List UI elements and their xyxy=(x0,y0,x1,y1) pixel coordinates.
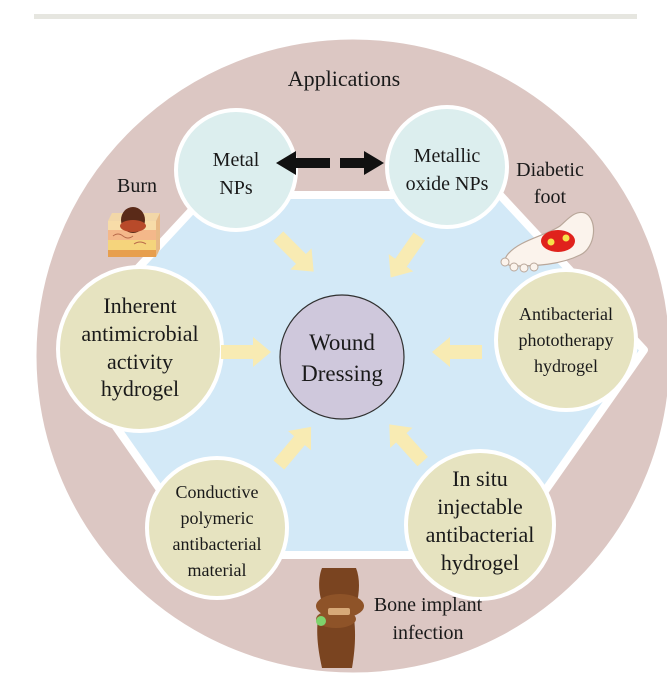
node-conductive-line-3: antibacterial xyxy=(173,534,262,554)
node-in-situ-line-4: hydrogel xyxy=(441,550,519,575)
node-conductive-line-1: Conductive xyxy=(176,482,259,502)
center-line-2: Dressing xyxy=(301,361,383,386)
ring-title: Applications xyxy=(288,66,400,91)
node-metal-nps-line-1: Metal xyxy=(213,149,260,171)
label-bone-implant-line-1: Bone implant xyxy=(374,594,483,616)
arrow-from-conductive-icon xyxy=(273,426,312,470)
node-inherent-line-3: activity xyxy=(107,349,173,374)
label-diabetic-foot-line-2: foot xyxy=(534,186,567,208)
node-metal-nps-line-2: NPs xyxy=(219,177,253,199)
label-diabetic-foot-line-1: Diabetic xyxy=(516,159,584,181)
node-phototherapy-line-1: Antibacterial xyxy=(519,304,613,324)
node-in-situ-injectable: In situ injectable antibacterial hydroge… xyxy=(404,449,556,601)
knee-bone-icon xyxy=(316,568,364,668)
arrow-from-phototherapy-icon xyxy=(432,337,482,367)
node-inherent-line-2: antimicrobial xyxy=(81,321,198,346)
node-in-situ-line-3: antibacterial xyxy=(426,522,535,547)
node-metallic-oxide-line-2: oxide NPs xyxy=(406,173,489,195)
burn-skin-icon xyxy=(108,207,160,257)
node-in-situ-line-2: injectable xyxy=(437,494,523,519)
node-conductive-line-2: polymeric xyxy=(181,508,254,528)
node-conductive-polymeric: Conductive polymeric antibacterial mater… xyxy=(145,456,289,600)
node-in-situ-line-1: In situ xyxy=(452,466,508,491)
arrow-from-metallic-oxide-icon xyxy=(388,232,426,278)
node-antibacterial-phototherapy: Antibacterial phototherapy hydrogel xyxy=(494,268,638,412)
label-bone-implant-line-2: infection xyxy=(392,622,463,644)
center-wound-dressing: Wound Dressing xyxy=(279,294,405,420)
node-metallic-oxide-line-1: Metallic xyxy=(414,145,481,167)
arrow-from-in-situ-icon xyxy=(389,424,428,467)
center-line-1: Wound xyxy=(309,330,375,355)
node-inherent-antimicrobial: Inherent antimicrobial activity hydrogel xyxy=(56,265,224,433)
label-burn: Burn xyxy=(117,175,157,197)
diabetic-foot-icon xyxy=(500,211,594,273)
double-arrow-icon xyxy=(276,151,384,175)
arrow-from-inherent-icon xyxy=(221,337,271,367)
node-metallic-oxide-nps: Metallic oxide NPs xyxy=(385,105,509,229)
node-phototherapy-line-3: hydrogel xyxy=(534,356,598,376)
node-phototherapy-line-2: phototherapy xyxy=(519,330,614,350)
node-conductive-line-4: material xyxy=(188,560,247,580)
top-divider xyxy=(34,14,637,19)
arrow-from-metal-nps-icon xyxy=(273,231,314,272)
node-metal-nps: Metal NPs xyxy=(174,108,298,232)
node-inherent-line-1: Inherent xyxy=(103,293,176,318)
node-inherent-line-4: hydrogel xyxy=(101,376,179,401)
